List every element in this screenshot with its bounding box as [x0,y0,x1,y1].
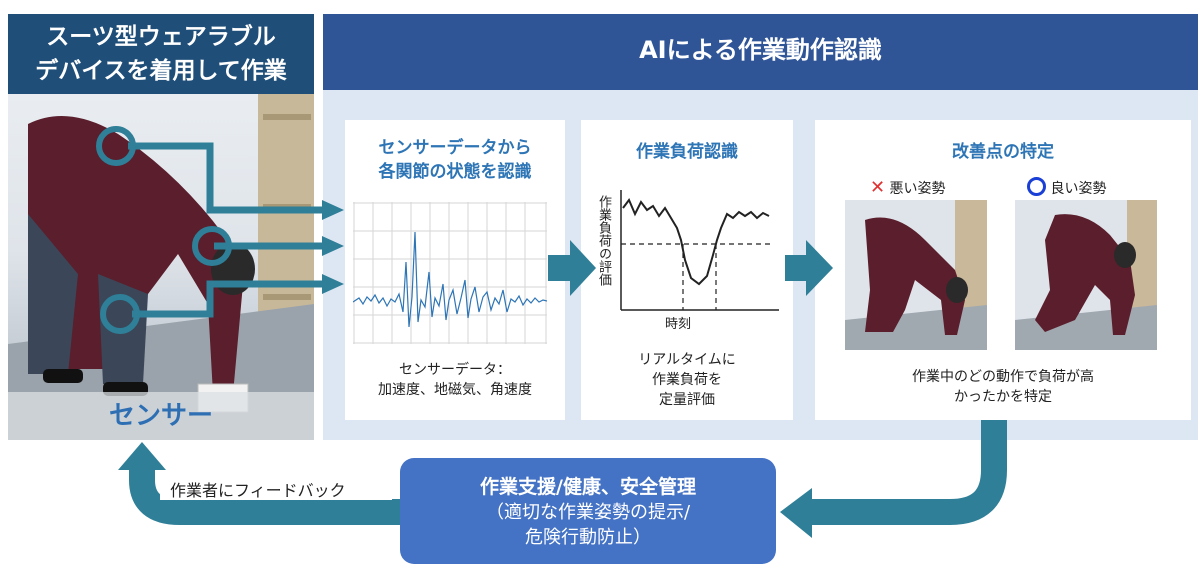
support-box-line1: 作業支援/健康、安全管理 [480,476,696,498]
load-y-axis-label: 作業負荷の評価 [596,195,611,286]
sensor3-arrowhead [322,274,344,294]
sensor-label: センサー [8,392,314,440]
feedback-label-bg [160,470,392,500]
left-title: スーツ型ウェアラブル デバイスを着用して作業 [8,14,314,94]
sensor1-connector [128,142,322,214]
return-arrow-body [810,420,1007,525]
load-x-axis-label: 時刻 [665,317,692,332]
bad-posture-label: ✕ 悪い姿勢 [870,177,946,198]
sensor3-connector [132,280,322,318]
sensor-waveform-plot [353,202,547,344]
load-caption-line3: 定量評価 [659,392,715,408]
sensor-card-caption: センサーデータ： 加速度、地磁気、角速度 [345,360,565,400]
load-caption-line2: 作業負荷を [652,372,722,388]
feedback-arrow-body [129,470,400,525]
load-card-caption: リアルタイムに 作業負荷を 定量評価 [581,350,793,410]
good-posture-text: 良い姿勢 [1050,181,1107,197]
sensor-caption-line2: 加速度、地磁気、角速度 [378,382,532,398]
left-title-line1: スーツ型ウェアラブル [46,24,276,50]
arrow-load-to-improve [785,240,833,296]
improve-caption-line2: かったかを特定 [954,389,1052,405]
sensor2-marker [192,226,232,266]
sensor-data-card: センサーデータから 各関節の状態を認識 センサーデータ： 加速度、地磁気、角速度 [345,120,565,420]
sensor-caption-line1: センサーデータ： [399,362,511,378]
load-recognition-card: 作業負荷認識 作業負荷の評価 時刻 リアルタイムに 作業負荷を 定量評価 [581,120,793,420]
sensor-card-title: センサーデータから 各関節の状態を認識 [345,136,565,184]
sensor-card-title-line2: 各関節の状態を認識 [378,162,532,182]
bad-posture-photo [845,200,987,350]
cross-icon: ✕ [870,177,886,198]
support-box-line2: （適切な作業姿勢の提示/ [485,502,691,523]
sensor-waveform-line [353,231,547,328]
good-posture-photo [1015,200,1157,350]
left-title-line2: デバイスを着用して作業 [35,58,287,84]
improve-card-caption: 作業中のどの動作で負荷が高 かったかを特定 [815,367,1191,407]
section-header: AIによる作業動作認識 [323,14,1198,90]
sensor1-marker [96,126,136,166]
good-posture-label: 良い姿勢 [1027,177,1106,198]
improve-card-title: 改善点の特定 [952,142,1054,162]
improve-caption-line1: 作業中のどの動作で負荷が高 [912,369,1094,385]
support-box-line3: 危険行動防止） [525,527,651,548]
arrow-sensor-to-load [548,240,596,296]
load-graph [620,190,779,311]
support-box: 作業支援/健康、安全管理 （適切な作業姿勢の提示/ 危険行動防止） [400,458,776,564]
load-caption-line1: リアルタイムに [638,352,736,368]
feedback-label: 作業者にフィードバック [170,481,346,500]
improvement-card: 改善点の特定 ✕ 悪い姿勢 良い姿勢 作業中のどの動作で負荷が高 かったかを特定 [815,120,1191,420]
bad-posture-text: 悪い姿勢 [889,181,946,197]
load-curve [622,198,770,286]
sensor1-arrowhead [322,200,344,220]
sensor2-arrowhead [322,236,344,256]
waveform-grid [353,202,547,344]
sensor-card-title-line1: センサーデータから [378,138,532,158]
sensor3-marker [100,294,140,334]
load-card-title: 作業負荷認識 [636,142,738,162]
circle-icon [1027,177,1046,196]
return-arrowhead [780,488,812,538]
feedback-arrowhead [118,442,166,470]
